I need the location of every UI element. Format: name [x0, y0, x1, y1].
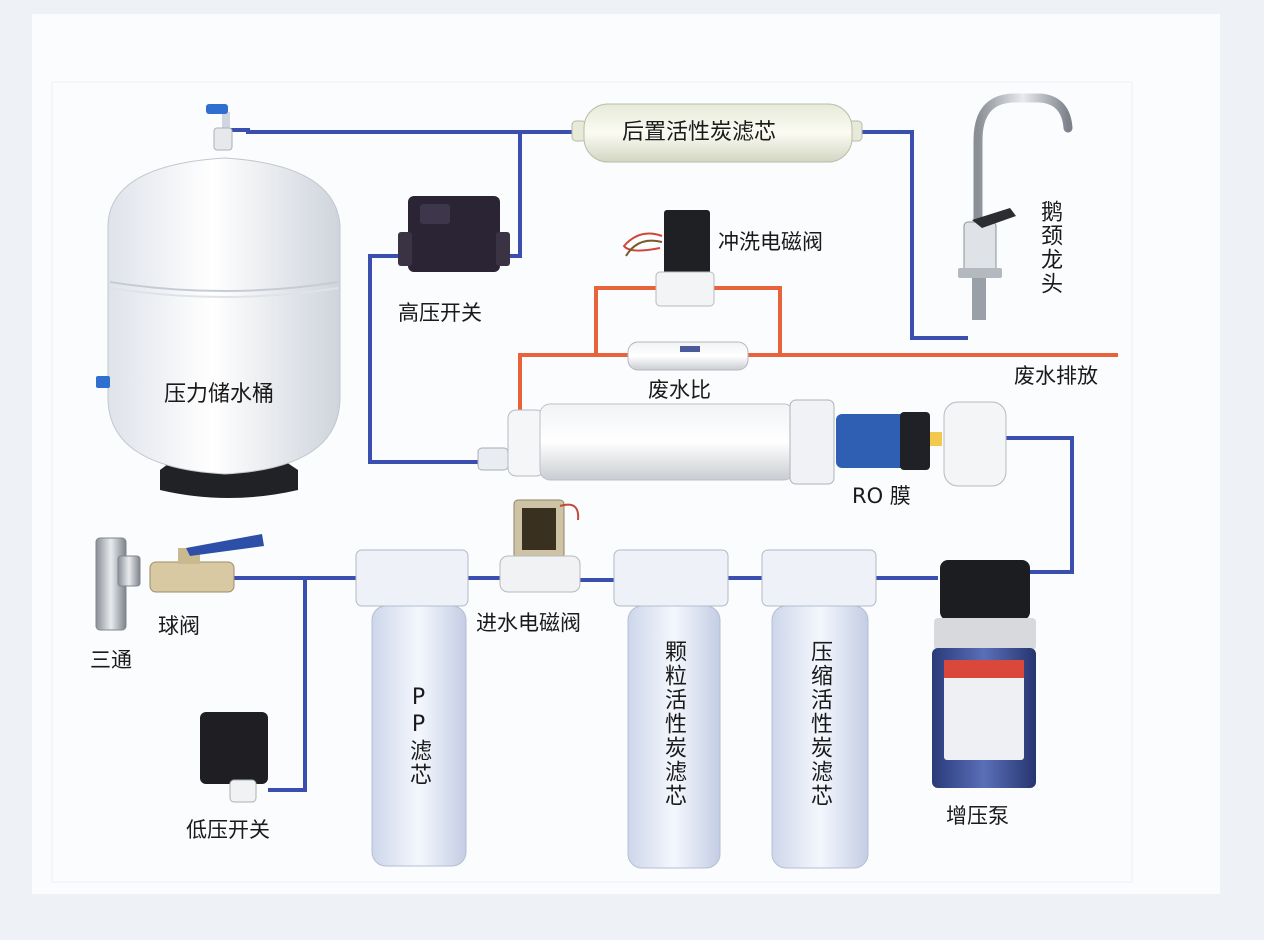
- tee-label: 三通: [90, 648, 132, 672]
- high-pressure-switch: [398, 196, 510, 272]
- compressed-carbon-filter-label: 压缩活性炭滤芯: [807, 640, 832, 808]
- compressed-carbon-filter-housing: [761, 549, 877, 869]
- pressure-tank: [96, 104, 341, 498]
- flush-solenoid-label: 冲洗电磁阀: [718, 230, 823, 254]
- ball-valve: [149, 534, 264, 593]
- inlet-solenoid-valve: [499, 499, 581, 593]
- granular-carbon-filter-label: 颗粒活性炭滤芯: [661, 640, 686, 808]
- background-grid: [51, 81, 1133, 883]
- booster-pump: [932, 560, 1036, 788]
- flush-solenoid-valve: [622, 210, 715, 307]
- water-pipes: [224, 128, 1074, 792]
- pp-filter-label: PP滤芯: [406, 685, 431, 787]
- pressure-tank-label: 压力储水桶: [164, 382, 275, 407]
- waste-discharge-label: 废水排放: [1014, 364, 1098, 388]
- low-pressure-switch: [200, 712, 268, 803]
- tee-fitting: [95, 537, 141, 631]
- pp-filter-housing: [355, 549, 469, 867]
- high-pressure-switch-label: 高压开关: [398, 301, 482, 325]
- low-pressure-switch-label: 低压开关: [186, 818, 270, 842]
- ball-valve-label: 球阀: [158, 614, 200, 638]
- waste-ratio-valve: [627, 341, 749, 371]
- post-carbon-filter-label: 后置活性炭滤芯: [622, 120, 777, 145]
- gooseneck-faucet-label: 鹅颈龙头: [1037, 200, 1062, 296]
- ro-membrane-housing: [477, 399, 1007, 487]
- post-carbon-filter: [571, 103, 863, 163]
- waste-ratio-label: 废水比: [648, 378, 711, 402]
- ro-membrane-label: RO 膜: [852, 484, 911, 508]
- granular-carbon-filter-housing: [613, 549, 729, 869]
- gooseneck-faucet: [958, 93, 1073, 320]
- inlet-solenoid-label: 进水电磁阀: [476, 611, 581, 635]
- booster-pump-label: 增压泵: [946, 804, 1009, 828]
- waste-pipes: [518, 286, 1118, 410]
